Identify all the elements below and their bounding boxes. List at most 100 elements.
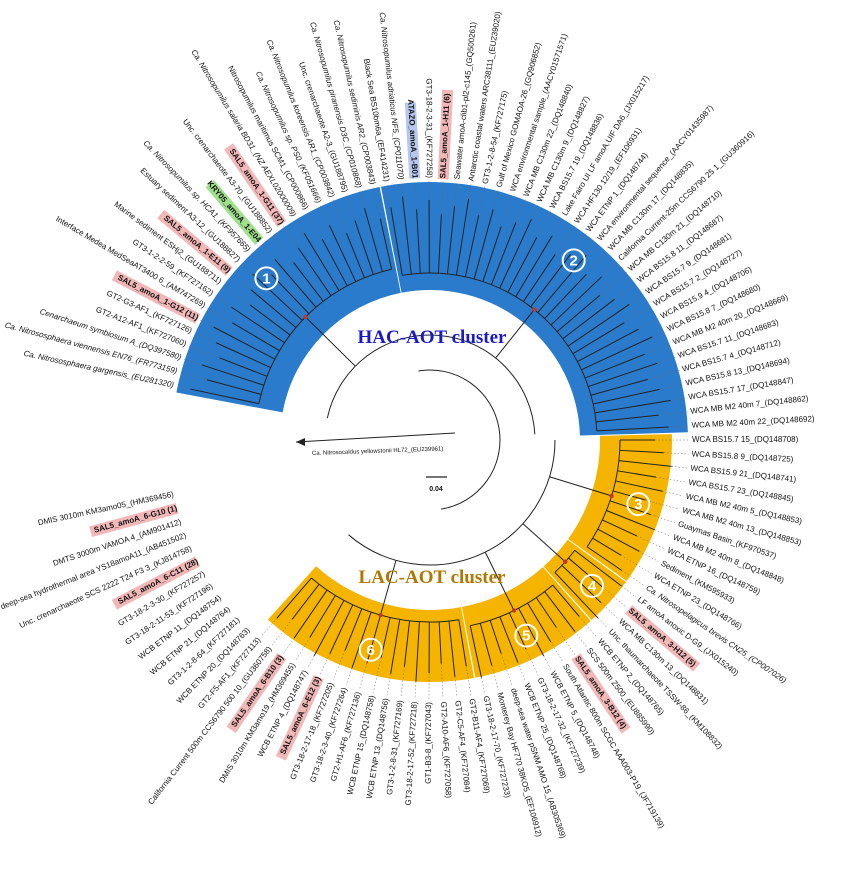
tip-branch — [490, 222, 517, 285]
tip-connector — [551, 217, 564, 236]
tip-connector — [345, 667, 353, 686]
bootstrap-node-dot — [532, 307, 537, 312]
leaf-highlight — [224, 143, 287, 228]
tip-connector — [659, 383, 683, 390]
leaf-highlight — [157, 209, 233, 276]
hac-cluster-title: HAC-AOT cluster — [358, 327, 508, 348]
tip-branch — [402, 196, 412, 275]
tip-branch — [293, 262, 324, 302]
tip-branch — [489, 620, 502, 654]
tip-branch — [617, 470, 657, 478]
tip-branch — [458, 619, 467, 667]
backbone-arc-0 — [326, 334, 536, 435]
tip-connector — [638, 318, 659, 330]
leaf-label: SAL5_amoA_1-H11 (6) — [438, 93, 451, 179]
tip-connector — [261, 618, 278, 637]
tip-connector — [574, 631, 587, 647]
tip-branch — [363, 207, 383, 272]
group-3-stem — [549, 476, 612, 497]
tip-branch — [507, 237, 538, 293]
tip-branch — [469, 625, 482, 678]
tip-connector — [176, 385, 191, 390]
tip-connector — [441, 663, 444, 699]
tip-branch — [328, 225, 357, 282]
tip-connector — [621, 585, 637, 598]
tip-branch — [321, 238, 348, 287]
tip-connector — [620, 555, 652, 575]
group-2-stem — [495, 309, 535, 359]
tip-branch — [313, 600, 345, 657]
tip-branch — [379, 218, 393, 270]
tip-connector — [295, 637, 311, 662]
backbone-arc-1 — [348, 439, 556, 566]
tip-connector — [543, 655, 551, 670]
tip-branch — [606, 510, 655, 531]
tip-connector — [636, 535, 666, 550]
backbone-arc-2 — [418, 369, 501, 510]
tip-connector — [671, 466, 688, 469]
tip-branch — [588, 362, 658, 388]
leaf-highlight — [205, 180, 264, 245]
tip-connector — [345, 194, 356, 221]
tip-connector — [386, 673, 391, 696]
tip-branch — [499, 616, 519, 663]
tip-branch — [297, 247, 332, 296]
tip-branch — [215, 342, 271, 369]
tip-connector — [250, 252, 272, 275]
leaf-highlight — [625, 605, 701, 672]
tip-connector — [240, 262, 253, 275]
leaf-highlight — [226, 652, 287, 733]
group-4-badge — [580, 573, 605, 598]
tip-connector — [179, 372, 208, 381]
leaf-highlight — [89, 502, 179, 537]
tip-branch — [345, 233, 365, 278]
tip-connector — [658, 411, 688, 416]
group-4-stem — [522, 523, 566, 563]
tip-branch — [550, 276, 603, 326]
tip-branch — [581, 336, 653, 371]
tip-connector — [515, 199, 526, 223]
leaf-highlight — [571, 653, 631, 734]
group-1-number: 1 — [262, 270, 270, 287]
tip-branch — [293, 589, 328, 639]
leaf-labels: Ca. Nitrososphaera gargensis_(EU281320)C… — [0, 11, 815, 840]
tip-connector — [599, 271, 628, 296]
scale-bar-label: 0.04 — [429, 486, 443, 493]
tip-connector — [359, 190, 365, 209]
leaf-label: GT3-18-2-17-52_(KF727218) — [404, 701, 419, 806]
tip-branch — [329, 604, 354, 654]
tip-connector — [654, 529, 671, 537]
tip-connector — [200, 319, 214, 328]
tip-branch — [276, 577, 312, 619]
tip-connector — [468, 184, 472, 200]
group-6-sector — [267, 566, 475, 682]
group-2-number: 2 — [570, 252, 578, 269]
tip-connector — [662, 491, 683, 497]
tip-branch — [274, 259, 317, 308]
tip-branch — [351, 612, 372, 669]
tip-branch — [590, 378, 648, 396]
tip-connector — [614, 282, 637, 300]
tip-branch — [390, 619, 401, 674]
tip-connector — [629, 294, 645, 305]
tip-connector — [491, 665, 499, 690]
tip-connector — [319, 653, 331, 675]
tip-connector — [644, 343, 671, 355]
bootstrap-node-dot — [563, 559, 568, 564]
group-5-stem — [484, 551, 515, 611]
tip-connector — [261, 243, 276, 260]
tip-branch — [619, 449, 664, 454]
bootstrap-node-dot — [511, 608, 517, 613]
outgroup-label: Ca. Nitrosocaldus yellowstonii HL72_(EU2… — [312, 446, 444, 457]
leaf-label: GT3-18-2-3-31_(KF727258) — [424, 78, 433, 178]
bootstrap-node-dot — [303, 314, 308, 320]
tip-branch — [455, 198, 470, 276]
tip-branch — [612, 490, 646, 501]
tip-branch — [592, 537, 622, 556]
outgroup-branch — [295, 432, 456, 443]
tip-connector — [332, 199, 347, 234]
tip-branch — [231, 322, 280, 352]
bootstrap-node-dot — [609, 493, 614, 499]
scale-bar: 0.04 — [426, 476, 447, 493]
